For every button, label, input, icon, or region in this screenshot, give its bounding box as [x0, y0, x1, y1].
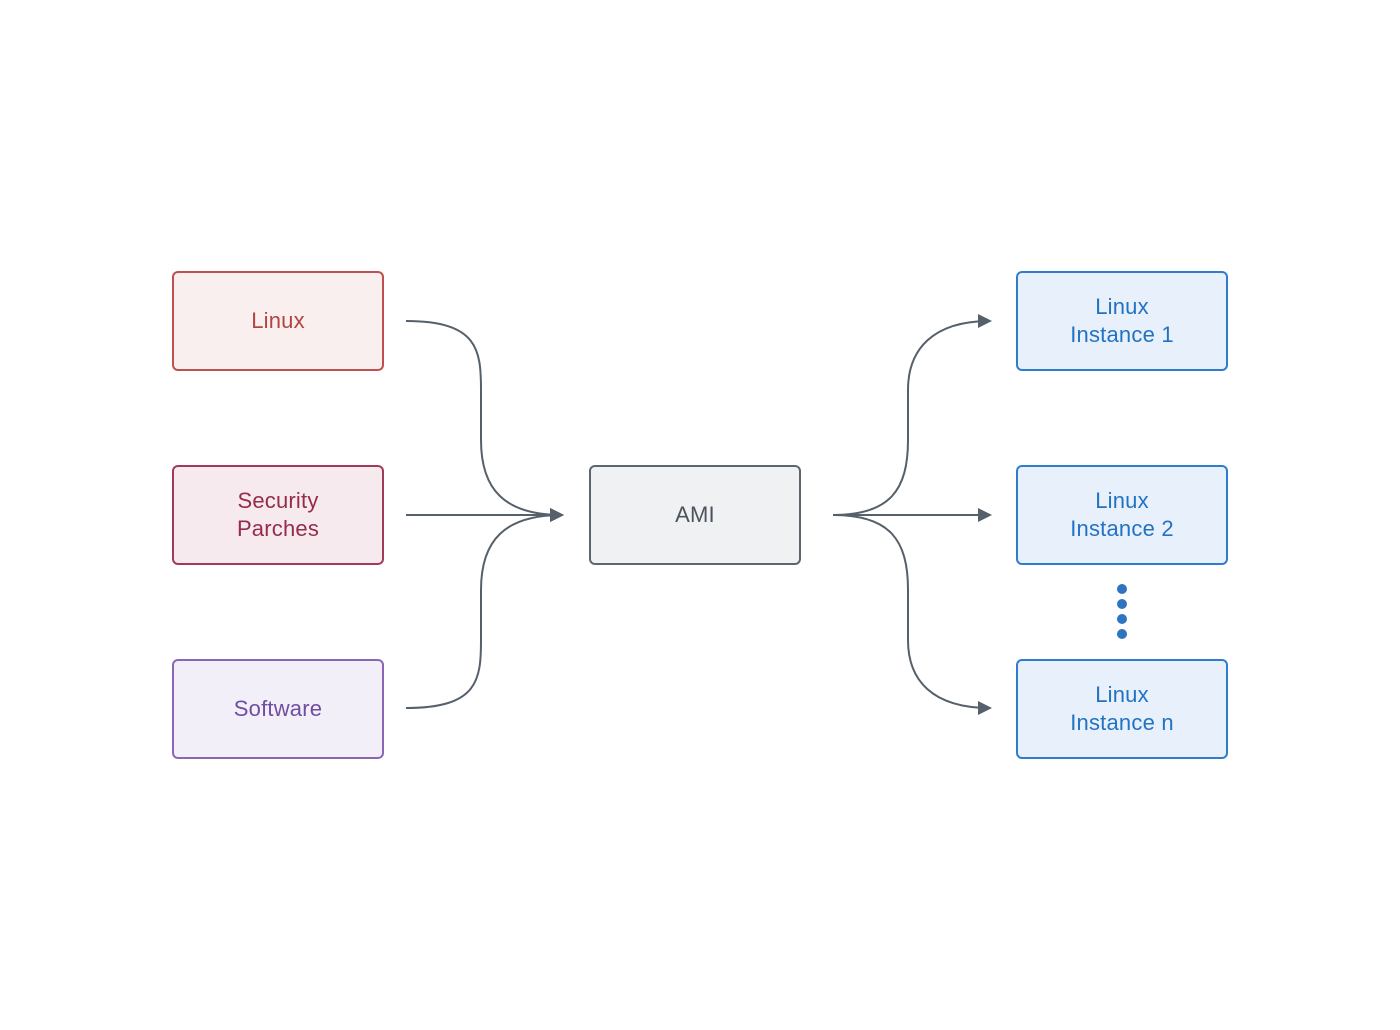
ellipsis-dot	[1117, 614, 1127, 624]
instance2-label-line-2: Instance 2	[1070, 516, 1174, 541]
security-patches-node: Security Parches	[172, 465, 384, 565]
linux-instance-n-node: Linux Instance n	[1016, 659, 1228, 759]
ellipsis-dot	[1117, 629, 1127, 639]
connector-ami-to-instance-n	[832, 514, 992, 715]
security-node-label-line-2: Parches	[236, 516, 320, 541]
linux-node-label: Linux	[251, 308, 305, 333]
connector-ami-to-instance1	[832, 314, 992, 516]
ami-node-label: AMI	[675, 502, 715, 527]
ellipsis-dot	[1117, 584, 1127, 594]
linux-node: Linux	[172, 271, 384, 371]
connector-linux-to-ami	[405, 320, 564, 522]
instance1-label-line-1: Linux	[1095, 294, 1149, 319]
instance1-label-line-2: Instance 1	[1070, 322, 1174, 347]
software-node-label: Software	[233, 696, 323, 721]
connector-software-to-ami	[405, 508, 564, 709]
ellipsis-dots	[1115, 584, 1129, 642]
ellipsis-dot	[1117, 599, 1127, 609]
instance-n-label-line-2: Instance n	[1070, 710, 1174, 735]
linux-instance-1-node: Linux Instance 1	[1016, 271, 1228, 371]
instance2-label-line-1: Linux	[1095, 488, 1149, 513]
ami-node: AMI	[589, 465, 801, 565]
linux-instance-2-node: Linux Instance 2	[1016, 465, 1228, 565]
instance-n-label-line-1: Linux	[1095, 682, 1149, 707]
security-node-label-line-1: Security	[237, 488, 319, 513]
software-node: Software	[172, 659, 384, 759]
